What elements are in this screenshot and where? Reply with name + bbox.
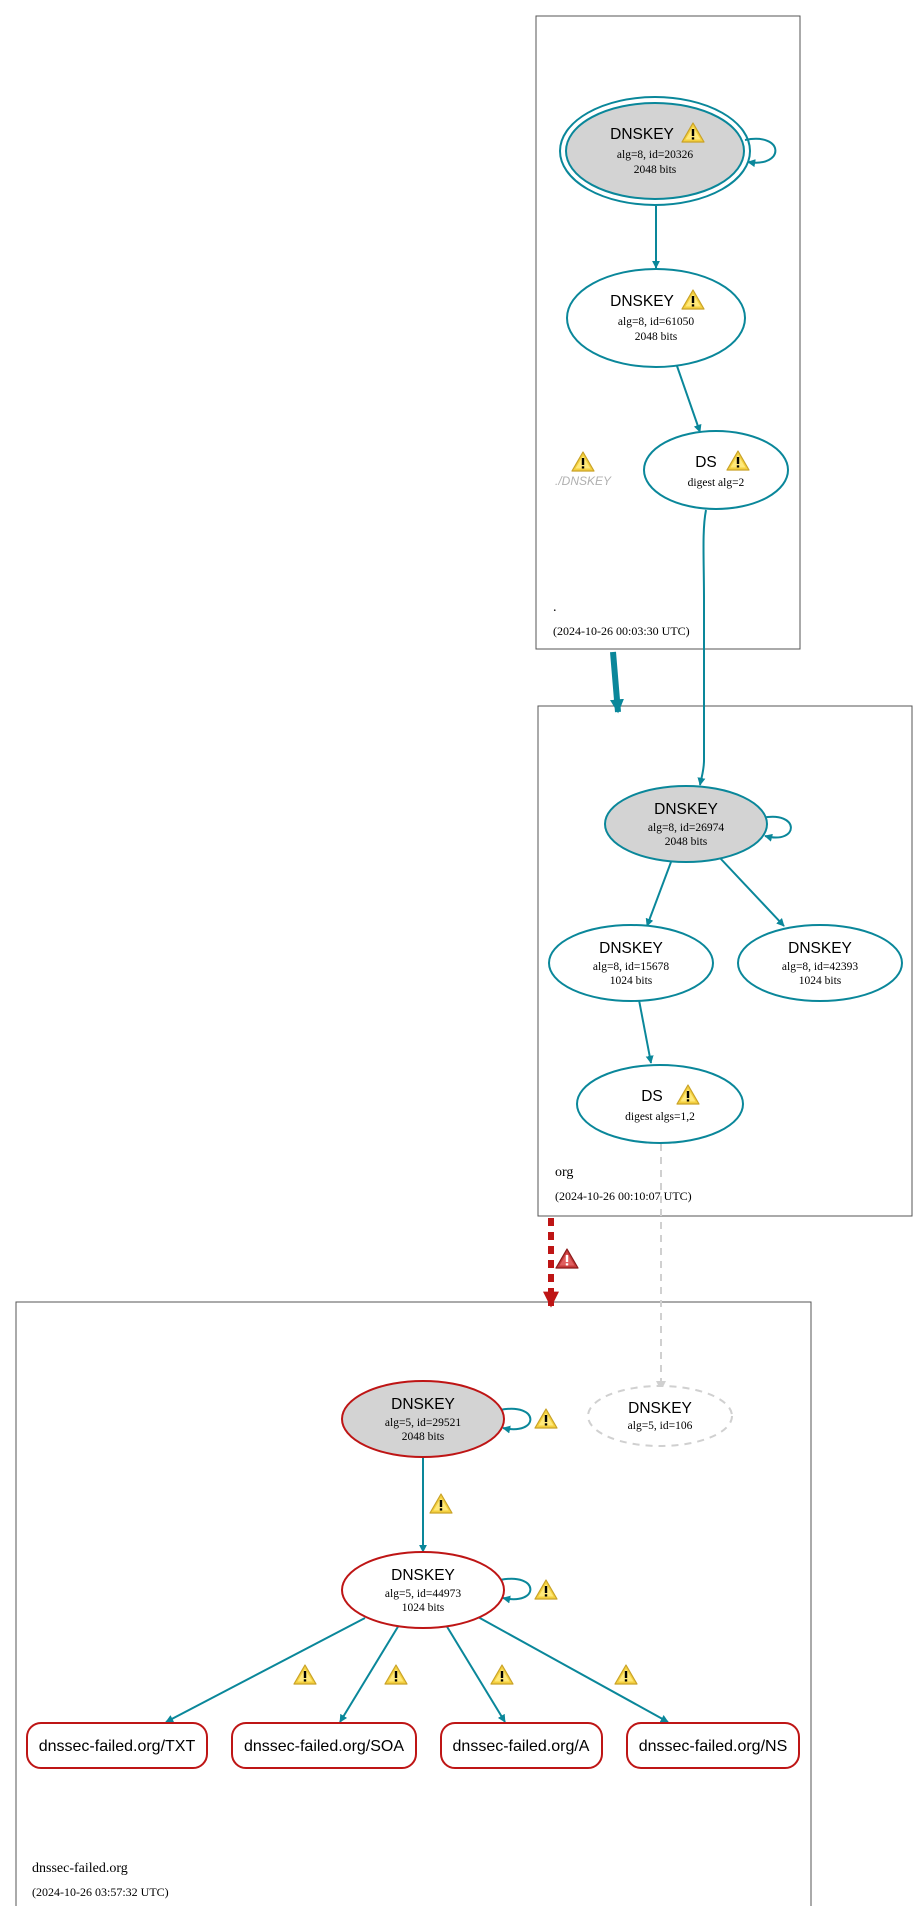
node-df-zsk-line1: alg=5, id=44973 — [385, 1588, 461, 1600]
node-org-ds-title: DS — [641, 1088, 663, 1105]
node-org-ksk-title: DNSKEY — [654, 801, 718, 818]
node-root-zsk-line2: 2048 bits — [635, 331, 678, 343]
edge-org-zsk1-ds — [638, 999, 654, 1064]
node-root-ksk-line1: alg=8, id=20326 — [617, 149, 693, 161]
warning-triangle-icon — [384, 1664, 408, 1685]
node-root-zsk: DNSKEY alg=8, id=61050 2048 bits — [566, 268, 746, 368]
rrset-soa-label: dnssec-failed.org/SOA — [244, 1738, 404, 1755]
zone-df-timestamp: (2024-10-26 03:57:32 UTC) — [32, 1885, 169, 1899]
warning-triangle-icon — [534, 1579, 558, 1600]
node-df-missing-line1: alg=5, id=106 — [628, 1420, 693, 1432]
warning-triangle-icon — [293, 1664, 317, 1685]
zone-root-name: . — [553, 600, 557, 615]
node-org-ds-line1: digest algs=1,2 — [625, 1111, 695, 1123]
node-df-ksk-line2: 2048 bits — [402, 1431, 445, 1443]
zone-org-name: org — [555, 1165, 573, 1180]
node-org-ksk-line2: 2048 bits — [665, 836, 708, 848]
edge-df-ksk-self — [499, 1407, 532, 1434]
edge-org-ksk-zsk1 — [645, 861, 672, 927]
node-org-zsk1-line2: 1024 bits — [610, 975, 653, 987]
warning-triangle-icon — [490, 1664, 514, 1685]
node-org-ds: DS digest algs=1,2 — [576, 1064, 744, 1144]
node-df-zsk-title: DNSKEY — [391, 1567, 455, 1584]
node-org-ksk: DNSKEY alg=8, id=26974 2048 bits — [604, 785, 768, 863]
edge-delegation-root-org — [609, 651, 624, 714]
node-org-zsk1-line1: alg=8, id=15678 — [593, 961, 669, 973]
node-org-zsk1: DNSKEY alg=8, id=15678 1024 bits — [548, 924, 714, 1002]
edge-df-zsk-a — [445, 1624, 506, 1723]
warning-triangle-icon — [429, 1493, 453, 1514]
missing-dnskey-label: ./DNSKEY — [555, 474, 612, 488]
zone-dnssec-failed-box — [15, 1301, 812, 1906]
node-df-zsk: DNSKEY alg=5, id=44973 1024 bits — [341, 1551, 505, 1629]
rrset-a-label: dnssec-failed.org/A — [453, 1738, 590, 1755]
error-triangle-icon — [555, 1248, 579, 1269]
node-org-zsk1-title: DNSKEY — [599, 940, 663, 957]
edge-root-ksk-self — [744, 137, 777, 168]
zone-org-box — [537, 705, 913, 1217]
node-df-ksk-line1: alg=5, id=29521 — [385, 1417, 461, 1429]
node-root-ksk-title: DNSKEY — [610, 126, 674, 143]
rrset-txt-label: dnssec-failed.org/TXT — [39, 1738, 196, 1755]
node-root-ds: DS digest alg=2 — [643, 430, 789, 510]
edge-df-zsk-txt — [165, 1617, 366, 1723]
node-df-ksk-title: DNSKEY — [391, 1396, 455, 1413]
node-root-ds-line1: digest alg=2 — [688, 477, 745, 489]
edge-df-zsk-soa — [339, 1624, 400, 1723]
edge-org-ksk-self — [761, 815, 792, 842]
rrset-txt: dnssec-failed.org/TXT — [26, 1722, 208, 1769]
node-root-ksk-line2: 2048 bits — [634, 164, 677, 176]
zone-org-timestamp: (2024-10-26 00:10:07 UTC) — [555, 1189, 692, 1203]
node-root-zsk-line1: alg=8, id=61050 — [618, 316, 694, 328]
node-df-missing-dnskey: DNSKEY alg=5, id=106 — [587, 1385, 733, 1447]
zone-root-box — [535, 15, 801, 650]
rrset-soa: dnssec-failed.org/SOA — [231, 1722, 417, 1769]
node-root-ksk: DNSKEY alg=8, id=20326 2048 bits — [559, 96, 751, 206]
node-org-zsk2-title: DNSKEY — [788, 940, 852, 957]
node-org-zsk2-line2: 1024 bits — [799, 975, 842, 987]
node-org-ksk-line1: alg=8, id=26974 — [648, 822, 724, 834]
rrset-a: dnssec-failed.org/A — [440, 1722, 603, 1769]
warning-triangle-icon — [571, 451, 595, 472]
node-org-zsk2-line1: alg=8, id=42393 — [782, 961, 858, 973]
warning-triangle-icon — [534, 1408, 558, 1429]
zone-df-name: dnssec-failed.org — [32, 1861, 128, 1876]
zone-root-timestamp: (2024-10-26 00:03:30 UTC) — [553, 624, 690, 638]
edge-df-zsk-self — [499, 1577, 532, 1604]
edge-root-ds-org-ksk — [697, 509, 707, 786]
node-root-zsk-title: DNSKEY — [610, 293, 674, 310]
node-root-missing-dnskey: ./DNSKEY — [555, 451, 612, 488]
edge-org-ksk-zsk2 — [719, 857, 785, 927]
warning-triangle-icon — [614, 1664, 638, 1685]
node-df-missing-title: DNSKEY — [628, 1400, 692, 1417]
rrset-ns-label: dnssec-failed.org/NS — [639, 1738, 788, 1755]
node-df-ksk: DNSKEY alg=5, id=29521 2048 bits — [341, 1380, 505, 1458]
rrset-ns: dnssec-failed.org/NS — [626, 1722, 800, 1769]
node-org-zsk2: DNSKEY alg=8, id=42393 1024 bits — [737, 924, 903, 1002]
node-root-ds-title: DS — [695, 454, 717, 471]
edge-df-zsk-ns — [477, 1616, 669, 1723]
edge-root-zsk-ds — [676, 365, 702, 433]
node-df-zsk-line2: 1024 bits — [402, 1602, 445, 1614]
